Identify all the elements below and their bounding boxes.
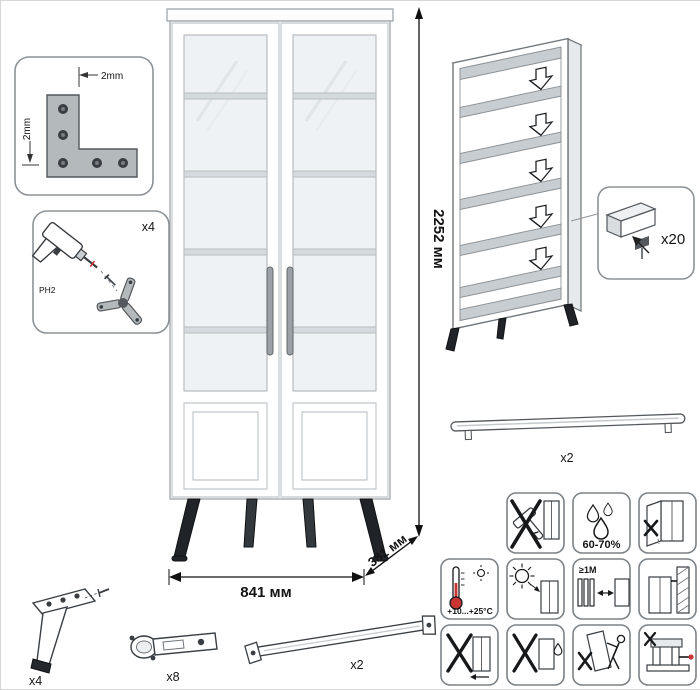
tip-over-icon (572, 624, 631, 686)
width-dimension: 841 мм (168, 569, 365, 601)
right-glass-pane (292, 34, 377, 392)
no-wet-cleaning-icon (506, 624, 565, 686)
temperature-label: +10...+25°C (447, 606, 492, 616)
wall-fix-icon (638, 558, 697, 620)
brace-count: x2 (350, 658, 363, 672)
leg-part: x4 (29, 588, 110, 688)
loose-shelves (459, 85, 562, 322)
cabinet-top-panel (166, 8, 394, 22)
leg-screws (84, 588, 110, 599)
drill-icon (31, 221, 98, 269)
exploded-view-legs (445, 303, 579, 352)
cabinet-legs (171, 498, 389, 562)
corner-dim-top: 2mm (101, 71, 123, 82)
sunlight-icon (506, 558, 565, 620)
handle-count: x2 (560, 451, 573, 465)
height-label: 2252 мм (430, 209, 447, 269)
care-icon-box (638, 624, 697, 686)
leg-count: x4 (29, 674, 42, 688)
humidity-label: 60-70% (583, 539, 621, 551)
humidity-icon: 60-70% (572, 492, 631, 554)
temperature-icon: +10...+25°C (440, 558, 499, 620)
no-drag-icon (440, 624, 499, 686)
pin-count: x20 (661, 231, 685, 248)
heat-distance-icon: ≥1M (572, 558, 631, 620)
door-handles (266, 266, 294, 356)
screw-icon (103, 273, 116, 286)
height-dimension: 2252 мм (415, 7, 447, 537)
drill-callout: x4 PH2 (31, 210, 170, 334)
distance-label: ≥1M (579, 565, 596, 575)
drill-bit-label: PH2 (39, 285, 56, 295)
corner-bracket (46, 94, 138, 178)
no-door-carry-icon (638, 492, 697, 554)
shelf-assembly-view (445, 37, 602, 352)
handle-part (450, 413, 686, 441)
bracket-screw-holes (58, 104, 128, 168)
shelf-pin-callout: x20 (597, 186, 695, 280)
glass-shelves (183, 92, 377, 334)
shelf-pin (635, 236, 649, 250)
support-bar-part: x2 (244, 615, 437, 672)
corner-bracket-callout: 2mm 2mm (14, 56, 154, 196)
cabinet-front-view (166, 8, 394, 562)
clamp-icon (638, 624, 697, 686)
drill-count: x4 (142, 220, 155, 234)
width-label: 841 мм (240, 584, 291, 601)
corner-dim-side: 2mm (22, 118, 33, 140)
star-leg-icon (96, 277, 143, 325)
no-hammer-icon (506, 492, 565, 554)
leg-foot (30, 658, 52, 674)
shelf-insert-arrows (528, 66, 554, 271)
hinge-count: x8 (166, 670, 179, 684)
left-glass-pane (183, 34, 268, 392)
hinge-part: x8 (129, 632, 218, 684)
